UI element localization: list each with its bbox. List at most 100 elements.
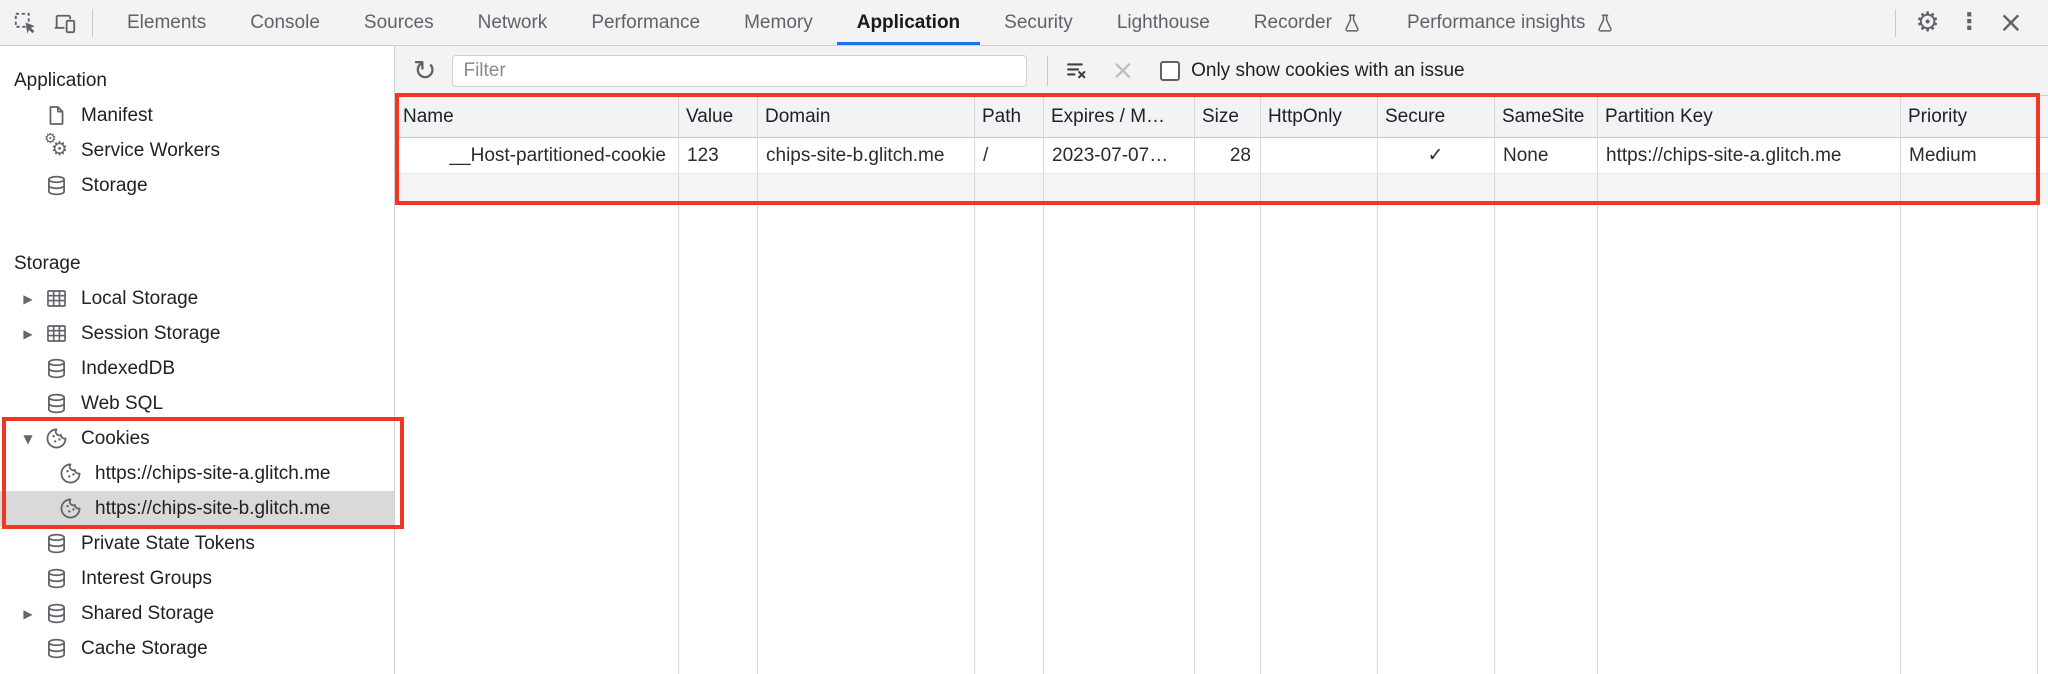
column-header-value[interactable]: Value xyxy=(686,105,734,127)
sidebar-item-label: Private State Tokens xyxy=(81,532,255,554)
kebab-menu-icon[interactable]: ⋮ xyxy=(1957,9,1981,35)
sidebar-item-label: Storage xyxy=(81,174,148,196)
tab-performance[interactable]: Performance xyxy=(591,11,701,33)
sidebar-item-label: https://chips-site-a.glitch.me xyxy=(95,462,331,484)
sidebar-item-private-state-tokens[interactable]: Private State Tokens xyxy=(0,526,394,561)
cookie-filter-input[interactable] xyxy=(452,54,1028,87)
sidebar-item-manifest[interactable]: Manifest xyxy=(0,98,394,133)
cell-partition-key: https://chips-site-a.glitch.me xyxy=(1606,144,1842,166)
column-header-secure[interactable]: Secure xyxy=(1385,105,1446,127)
cell-expires: 2023-07-07… xyxy=(1052,144,1169,166)
database-icon xyxy=(44,566,69,591)
tab-memory[interactable]: Memory xyxy=(744,11,813,33)
settings-gear-icon[interactable]: ⚙ xyxy=(1915,7,1940,38)
sidebar-item-label: Cache Storage xyxy=(81,637,208,659)
database-icon xyxy=(44,636,69,661)
cookie-table-header: Name Value Domain Path Expires / M… Size… xyxy=(395,96,2048,138)
cookie-icon xyxy=(58,496,83,521)
sidebar-item-label: Web SQL xyxy=(81,392,164,414)
cell-size: 28 xyxy=(1229,144,1251,166)
experiment-flask-icon xyxy=(1341,12,1363,34)
sidebar-item-web-sql[interactable]: Web SQL xyxy=(0,386,394,421)
sidebar-item-label: Manifest xyxy=(81,104,153,126)
tab-sources[interactable]: Sources xyxy=(363,11,434,33)
sidebar-item-indexeddb[interactable]: IndexedDB xyxy=(0,351,394,386)
chevron-right-icon[interactable]: ▶ xyxy=(23,326,33,341)
sidebar-item-cache-storage[interactable]: Cache Storage xyxy=(0,631,394,666)
tab-performance-insights-label: Performance insights xyxy=(1406,11,1586,33)
cookie-icon xyxy=(58,461,83,486)
cell-value: 123 xyxy=(687,144,719,166)
sidebar-section-application: Application xyxy=(14,70,107,91)
inspect-element-icon[interactable] xyxy=(12,10,38,36)
only-issue-label: Only show cookies with an issue xyxy=(1191,59,1465,81)
database-icon xyxy=(44,356,69,381)
cookie-icon xyxy=(44,426,69,451)
refresh-icon[interactable]: ↻ xyxy=(413,54,437,87)
database-icon xyxy=(44,601,69,626)
chevron-right-icon[interactable]: ▶ xyxy=(23,606,33,621)
empty-alt-row xyxy=(395,174,2048,204)
sidebar-section-gap xyxy=(0,203,394,247)
sidebar-item-interest-groups[interactable]: Interest Groups xyxy=(0,561,394,596)
tabbar-divider xyxy=(1895,8,1897,37)
column-header-path[interactable]: Path xyxy=(982,105,1022,127)
database-icon xyxy=(44,173,69,198)
devtools-tabbar: Elements Console Sources Network Perform… xyxy=(0,0,2048,46)
cell-name: __Host-partitioned-cookie xyxy=(449,144,666,166)
tabbar-right-controls: ⚙ ⋮ × xyxy=(1881,8,2048,37)
tab-security[interactable]: Security xyxy=(1004,11,1073,33)
tabbar-divider xyxy=(92,8,93,37)
column-header-name[interactable]: Name xyxy=(403,105,454,127)
database-icon xyxy=(44,391,69,416)
sidebar-item-cookies-chips-site-b[interactable]: https://chips-site-b.glitch.me xyxy=(0,491,394,526)
cell-samesite: None xyxy=(1503,144,1549,166)
delete-cookie-icon[interactable]: × xyxy=(1111,55,1135,86)
tab-console[interactable]: Console xyxy=(250,11,320,33)
tab-performance-insights[interactable]: Performance insights xyxy=(1385,0,1638,45)
cell-secure-checkmark: ✓ xyxy=(1427,145,1444,166)
sidebar-item-label: Interest Groups xyxy=(81,567,212,589)
cell-path: / xyxy=(983,144,989,166)
sidebar-item-service-workers[interactable]: ⚙⚙ Service Workers xyxy=(0,131,394,168)
toolbar-divider xyxy=(1047,55,1049,86)
column-header-httponly[interactable]: HttpOnly xyxy=(1268,105,1342,127)
column-header-samesite[interactable]: SameSite xyxy=(1502,105,1585,127)
sidebar-section-storage: Storage xyxy=(14,253,81,274)
tab-recorder[interactable]: Recorder xyxy=(1232,0,1385,45)
chevron-down-icon[interactable]: ▼ xyxy=(23,431,33,446)
clear-filter-icon[interactable] xyxy=(1064,58,1089,83)
column-header-size[interactable]: Size xyxy=(1202,105,1239,127)
only-issue-checkbox[interactable] xyxy=(1160,60,1181,81)
column-header-partition-key[interactable]: Partition Key xyxy=(1605,105,1713,127)
sidebar-item-label: Shared Storage xyxy=(81,602,215,624)
database-icon xyxy=(44,531,69,556)
cell-priority: Medium xyxy=(1909,144,1977,166)
column-header-expires[interactable]: Expires / M… xyxy=(1051,105,1166,127)
sidebar-item-label: Cookies xyxy=(81,427,150,449)
sidebar-item-session-storage[interactable]: ▶ Session Storage xyxy=(0,316,394,351)
column-header-domain[interactable]: Domain xyxy=(765,105,831,127)
close-icon[interactable]: × xyxy=(1998,5,2023,39)
sidebar-item-cookies-chips-site-a[interactable]: https://chips-site-a.glitch.me xyxy=(0,456,394,491)
sidebar-item-label: IndexedDB xyxy=(81,357,176,379)
tab-recorder-label: Recorder xyxy=(1253,11,1332,33)
tab-elements[interactable]: Elements xyxy=(127,11,207,33)
cookies-toolbar: ↻ × Only show cookies with an issue xyxy=(395,46,2048,96)
table-icon xyxy=(44,286,69,311)
column-header-priority[interactable]: Priority xyxy=(1908,105,1968,127)
sidebar-item-shared-storage[interactable]: ▶ Shared Storage xyxy=(0,596,394,631)
cookie-table-row[interactable]: __Host-partitioned-cookie 123 chips-site… xyxy=(395,138,2048,174)
chevron-right-icon[interactable]: ▶ xyxy=(23,291,33,306)
table-icon xyxy=(44,321,69,346)
file-icon xyxy=(44,103,69,128)
tab-lighthouse[interactable]: Lighthouse xyxy=(1116,11,1210,33)
sidebar-item-cookies[interactable]: ▼ Cookies xyxy=(0,421,394,456)
sidebar-item-local-storage[interactable]: ▶ Local Storage xyxy=(0,281,394,316)
tab-network[interactable]: Network xyxy=(477,11,548,33)
sidebar-item-label: Service Workers xyxy=(81,139,221,161)
tab-application[interactable]: Application xyxy=(835,0,982,45)
sidebar-item-storage[interactable]: Storage xyxy=(0,168,394,203)
device-toolbar-icon[interactable] xyxy=(52,10,78,36)
tab-list: Elements Console Sources Network Perform… xyxy=(105,0,1638,45)
